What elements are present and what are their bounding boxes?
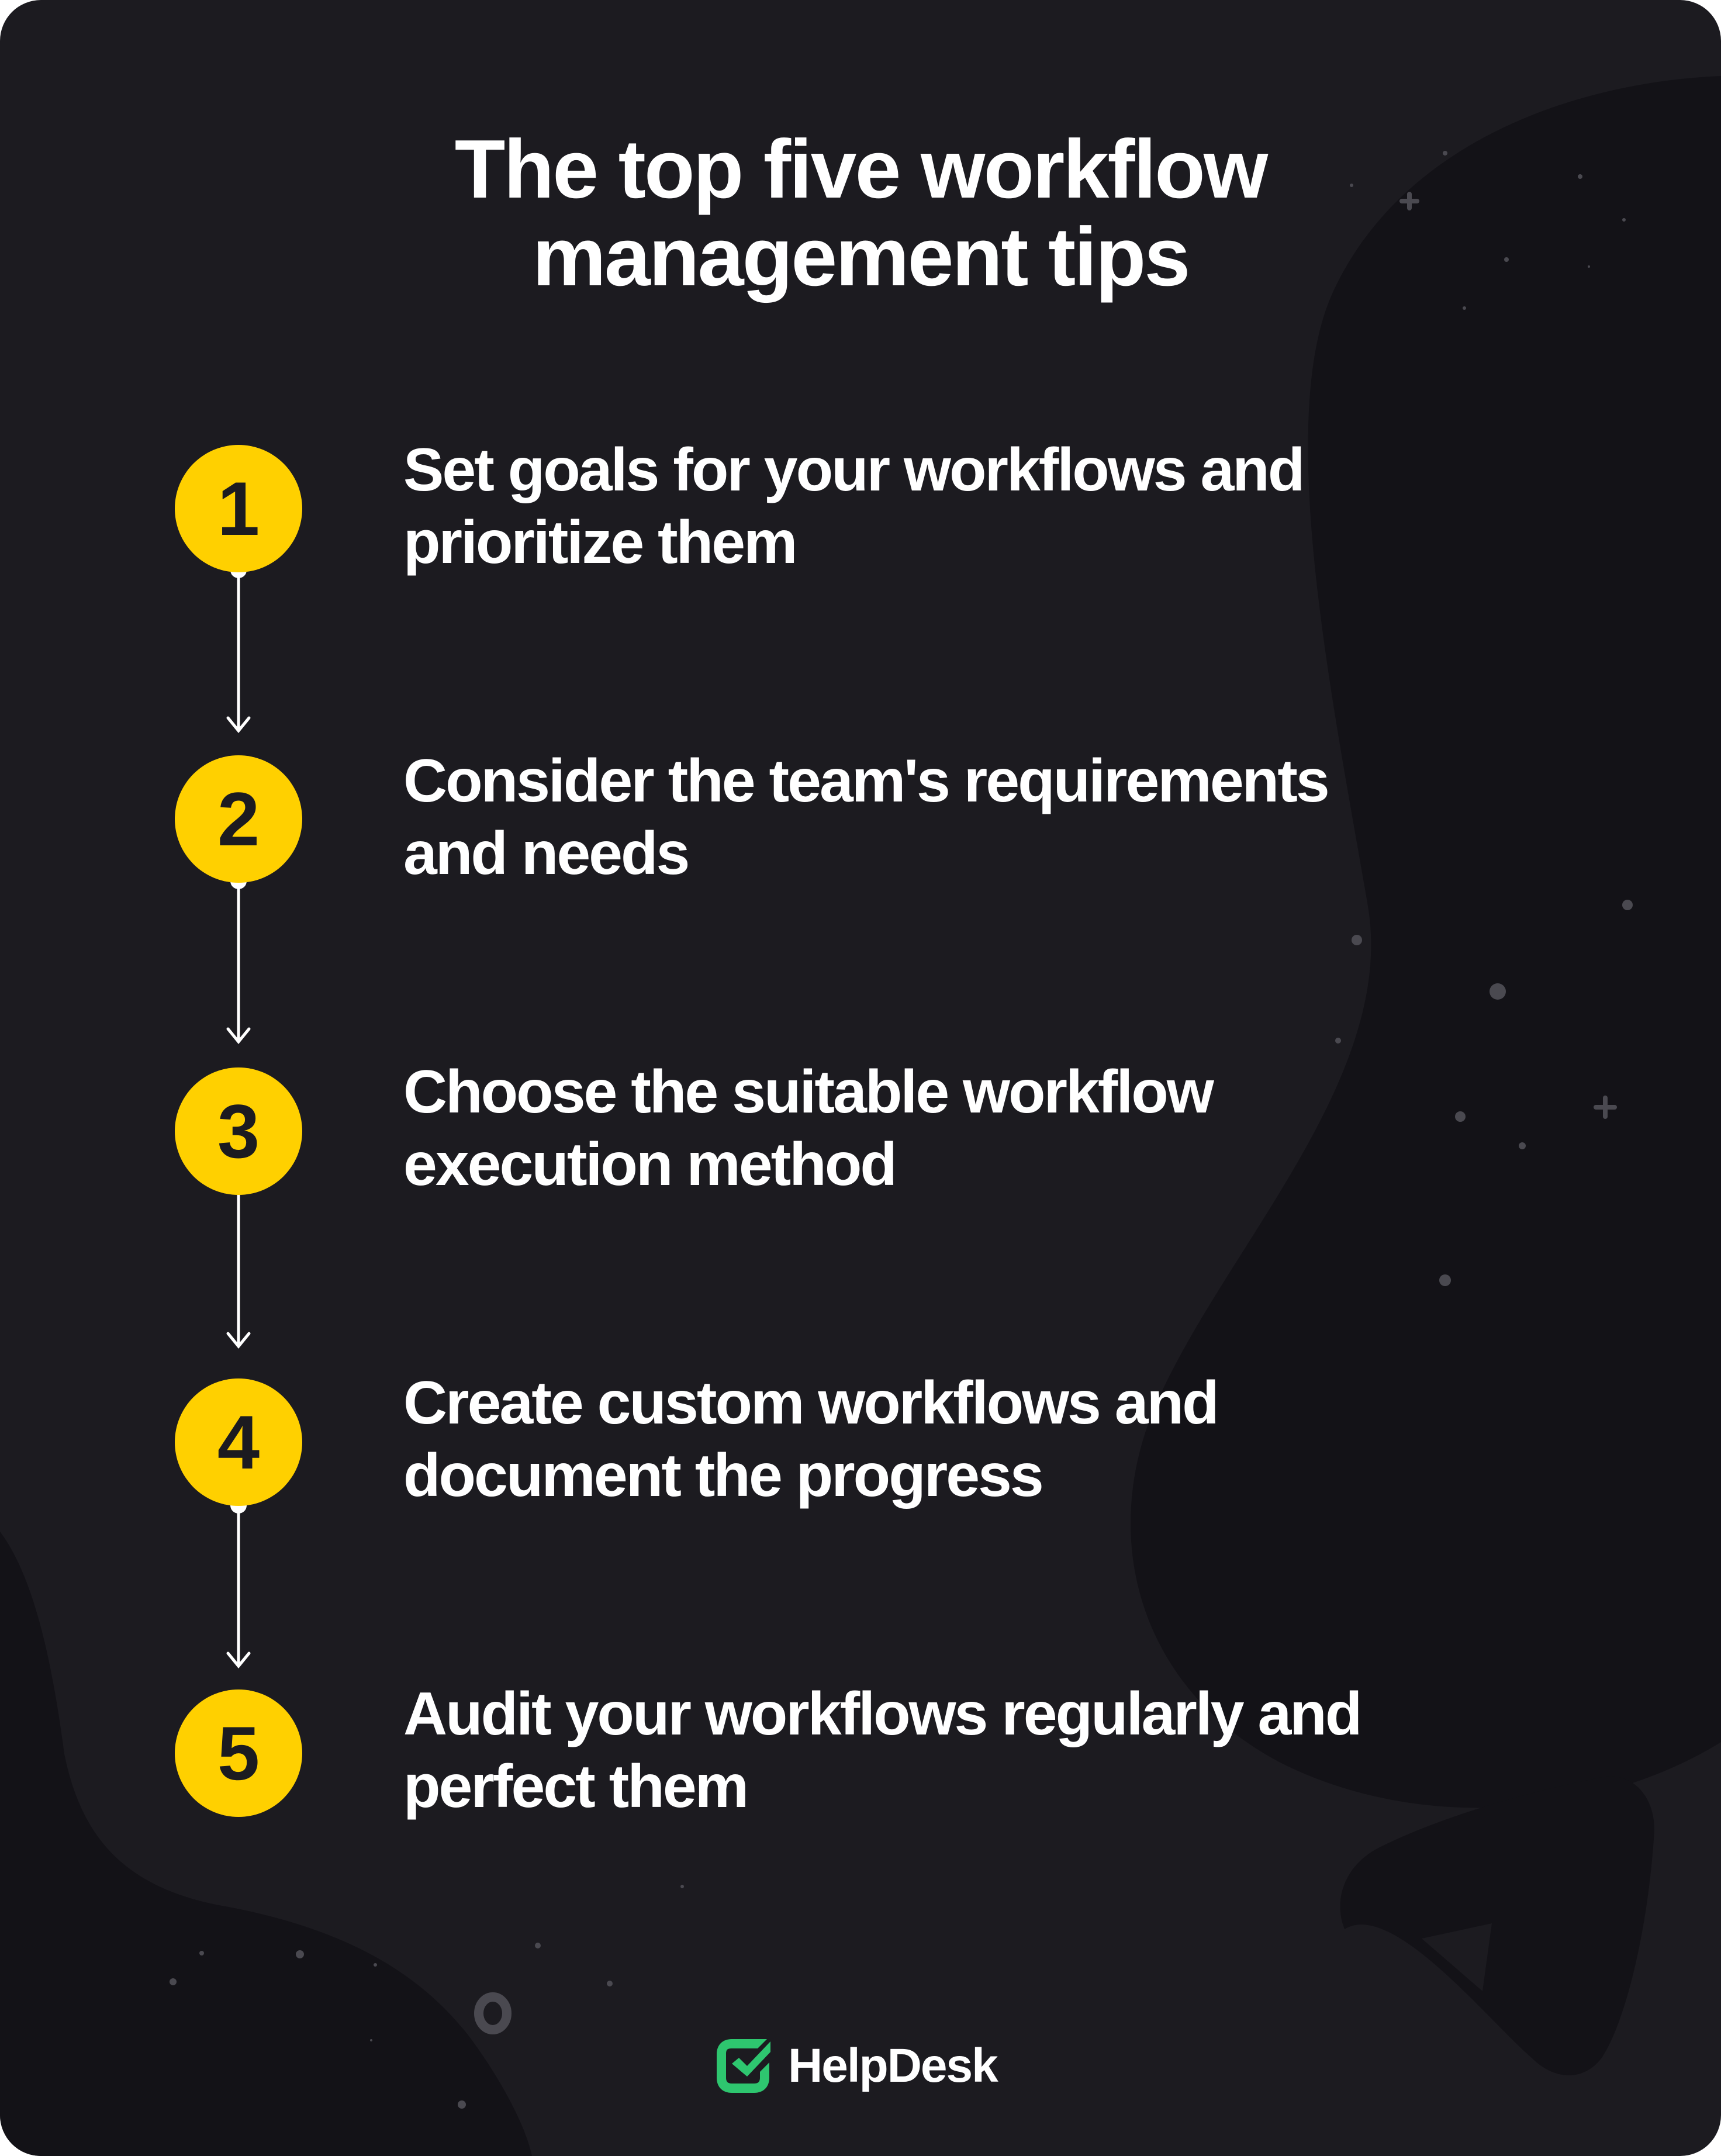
step-number-badge-3: 3 bbox=[175, 1067, 302, 1195]
step-2-line-1: Consider the team's requirements bbox=[403, 747, 1330, 815]
step-4-line-1: Create custom workflows and bbox=[403, 1369, 1219, 1437]
step-number-badge-1: 1 bbox=[175, 445, 302, 572]
step-2-line-2: and needs bbox=[403, 820, 690, 887]
step-number: 1 bbox=[217, 466, 260, 551]
step-1-line-1: Set goals for your workflows and bbox=[403, 436, 1305, 504]
step-3-text: Choose the suitable workflow execution m… bbox=[403, 1056, 1514, 1201]
step-2-text: Consider the team's requirements and nee… bbox=[403, 745, 1514, 890]
step-1-line-2: prioritize them bbox=[403, 509, 798, 576]
step-number-badge-2: 2 bbox=[175, 755, 302, 883]
step-4-line-2: document the progress bbox=[403, 1442, 1044, 1509]
arrow-connector-2-3 bbox=[226, 873, 251, 1044]
step-number: 5 bbox=[217, 1711, 260, 1796]
checkbox-check-icon bbox=[717, 2039, 770, 2093]
title-line-2: management tips bbox=[532, 210, 1191, 304]
step-3-line-2: execution method bbox=[403, 1131, 897, 1198]
helpdesk-logo: HelpDesk bbox=[717, 2037, 998, 2095]
page-title: The top five workflow management tips bbox=[0, 126, 1721, 301]
step-5-text: Audit your workflows regularly and perfe… bbox=[403, 1678, 1514, 1823]
step-number: 4 bbox=[217, 1400, 260, 1485]
step-number-badge-4: 4 bbox=[175, 1378, 302, 1506]
step-number: 2 bbox=[217, 776, 260, 862]
arrow-connector-3-4 bbox=[226, 1177, 251, 1349]
step-number: 3 bbox=[217, 1089, 260, 1174]
arrow-connector-1-2 bbox=[226, 562, 251, 733]
title-line-1: The top five workflow bbox=[454, 123, 1269, 216]
step-4-text: Create custom workflows and document the… bbox=[403, 1367, 1514, 1512]
step-5-line-1: Audit your workflows regularly and bbox=[403, 1680, 1362, 1748]
step-1-text: Set goals for your workflows and priorit… bbox=[403, 434, 1514, 579]
step-3-line-1: Choose the suitable workflow bbox=[403, 1058, 1214, 1126]
arrow-connector-4-5 bbox=[226, 1497, 251, 1668]
step-5-line-2: perfect them bbox=[403, 1753, 749, 1820]
step-number-badge-5: 5 bbox=[175, 1689, 302, 1817]
brand-name: HelpDesk bbox=[788, 2039, 998, 2092]
